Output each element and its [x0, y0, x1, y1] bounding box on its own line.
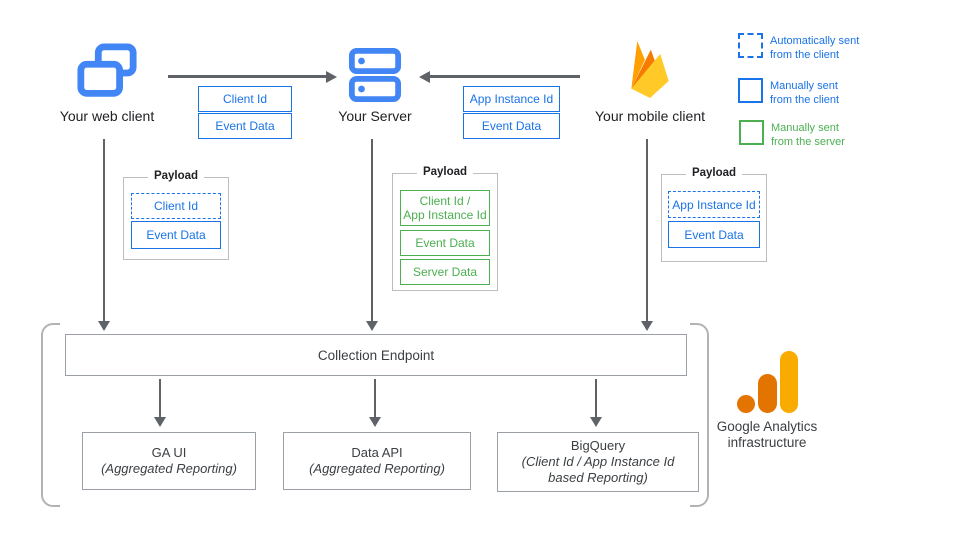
data-api-box: Data API (Aggregated Reporting) [283, 432, 471, 490]
web-client-label: Your web client [59, 108, 155, 124]
data-api-subtitle: (Aggregated Reporting) [309, 461, 445, 476]
flow-tag-client-id: Client Id [198, 86, 292, 112]
web-payload-title: Payload [147, 170, 205, 182]
arrow-web-to-server-line [168, 75, 326, 78]
server-payload-server-data: Server Data [400, 259, 490, 285]
ga-infrastructure-caption: Google Analytics infrastructure [716, 419, 818, 450]
bigquery-box: BigQuery (Client Id / App Instance Id ba… [497, 432, 699, 492]
server-payload-event-data: Event Data [400, 230, 490, 256]
data-api-title: Data API [351, 445, 403, 460]
mobile-payload-app-instance-id: App Instance Id [668, 191, 760, 218]
google-analytics-logo-icon [737, 351, 798, 413]
legend-swatch-auto-client [738, 33, 763, 58]
legend-swatch-manual-server [739, 120, 764, 145]
server-label: Your Server [338, 108, 412, 124]
arrow-server-down-line [371, 139, 373, 322]
legend-label-auto-client: Automatically sent from the client [770, 35, 860, 61]
arrow-endpoint-bigquery-head [590, 417, 602, 427]
ga-ui-title: GA UI [151, 445, 187, 460]
arrow-endpoint-bigquery-line [595, 379, 597, 418]
arrow-server-down-head [366, 321, 378, 331]
server-payload-title: Payload [416, 166, 474, 178]
web-payload-event-data: Event Data [131, 221, 221, 249]
arrow-endpoint-gaui-line [159, 379, 161, 418]
web-client-icon [77, 43, 137, 97]
mobile-client-label: Your mobile client [595, 108, 705, 124]
infra-bracket-left [41, 323, 60, 507]
firebase-icon [631, 41, 669, 99]
web-payload-client-id: Client Id [131, 193, 221, 219]
arrow-endpoint-gaui-head [154, 417, 166, 427]
collection-endpoint-box: Collection Endpoint [65, 334, 687, 376]
server-payload-ids: Client Id / App Instance Id [400, 190, 490, 226]
bigquery-title: BigQuery [570, 438, 626, 453]
mobile-payload-event-data: Event Data [668, 221, 760, 248]
mobile-payload-title: Payload [685, 167, 743, 179]
server-payload-group: Payload Client Id / App Instance Id Even… [392, 166, 498, 291]
server-icon [348, 48, 402, 102]
arrow-web-down-line [103, 139, 105, 322]
flow-tag-event-data-mobile: Event Data [463, 113, 560, 139]
flow-tag-event-data-web: Event Data [198, 113, 292, 139]
arrow-mobile-down-line [646, 139, 648, 322]
infra-bracket-right [690, 323, 709, 507]
ga-ui-subtitle: (Aggregated Reporting) [101, 461, 237, 476]
arrow-endpoint-dataapi-line [374, 379, 376, 418]
arrow-mobile-to-server-head [419, 71, 430, 83]
arrow-mobile-down-head [641, 321, 653, 331]
bigquery-subtitle: (Client Id / App Instance Id based Repor… [521, 454, 675, 485]
web-payload-group: Payload Client Id Event Data [123, 170, 229, 260]
legend-label-manual-server: Manually sent from the server [771, 122, 845, 148]
legend-swatch-manual-client [738, 78, 763, 103]
flow-tag-app-instance-id: App Instance Id [463, 86, 560, 112]
mobile-payload-group: Payload App Instance Id Event Data [661, 167, 767, 262]
arrow-endpoint-dataapi-head [369, 417, 381, 427]
arrow-web-down-head [98, 321, 110, 331]
legend-label-manual-client: Manually sent from the client [770, 80, 840, 106]
arrow-mobile-to-server-line [430, 75, 580, 78]
arrow-web-to-server-head [326, 71, 337, 83]
ga-ui-box: GA UI (Aggregated Reporting) [82, 432, 256, 490]
